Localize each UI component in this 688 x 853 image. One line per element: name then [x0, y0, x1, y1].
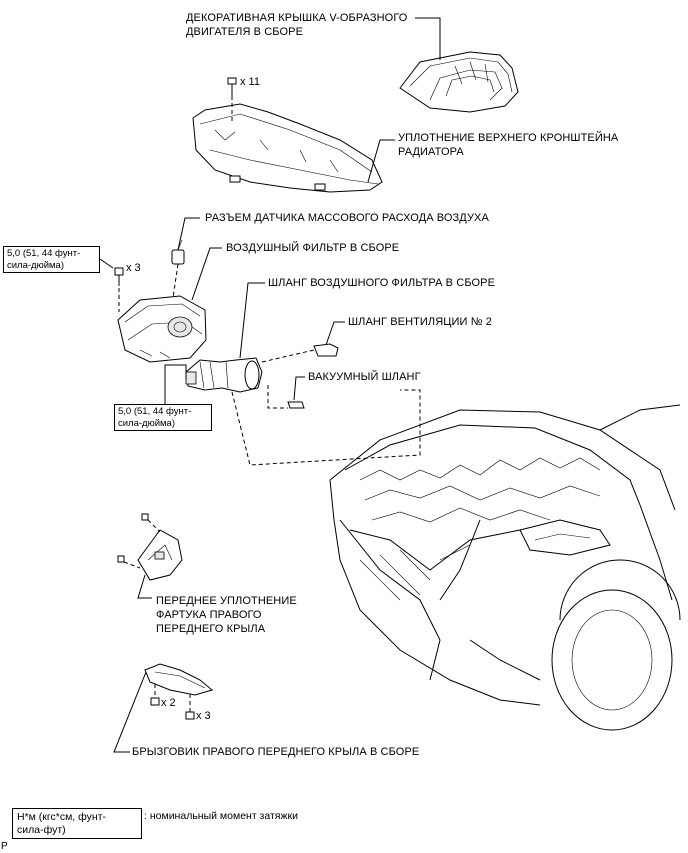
- label-filter-hose: ШЛАНГ ВОЗДУШНОГО ФИЛЬТРА В СБОРЕ: [268, 277, 496, 289]
- splash-shield-drawing: [144, 663, 214, 696]
- air-filter-drawing: [117, 295, 207, 363]
- label-maf-connector: РАЗЪЕМ ДАТЧИКА МАССОВОГО РАСХОДА ВОЗДУХА: [205, 212, 489, 224]
- legend-text: : номинальный момент затяжки: [144, 810, 298, 822]
- label-vent-hose: ШЛАНГ ВЕНТИЛЯЦИИ № 2: [348, 316, 492, 328]
- qty-bolts-splash-b: x 3: [196, 710, 211, 722]
- qty-clips-radiator: x 11: [240, 76, 260, 88]
- vehicle-front-drawing: [329, 404, 681, 731]
- fender-seal-drawing: [137, 529, 183, 581]
- torque-box-filter: 5,0 (51, 44 фунт- сила-дюйма): [3, 246, 100, 273]
- filter-hose-drawing: [185, 357, 263, 393]
- label-front-fender-seal: ПЕРЕДНЕЕ УПЛОТНЕНИЕ ФАРТУКА ПРАВОГО ПЕРЕ…: [156, 595, 297, 635]
- label-vacuum-hose: ВАКУУМНЫЙ ШЛАНГ: [308, 371, 421, 383]
- label-air-filter: ВОЗДУШНЫЙ ФИЛЬТР В СБОРЕ: [226, 242, 400, 254]
- bolt-icon: [114, 267, 124, 286]
- torque-box-hose: 5,0 (51, 44 фунт- сила-дюйма): [114, 404, 212, 431]
- qty-bolts-filter: x 3: [126, 262, 141, 274]
- bolt-icon: [150, 684, 195, 720]
- screw-icon: [117, 513, 161, 569]
- legend-unit-box: Н*м (кгс*см, фунт- сила-фут): [12, 808, 142, 839]
- clip-icon: [227, 77, 237, 96]
- label-engine-cover: ДЕКОРАТИВНАЯ КРЫШКА V-ОБРАЗНОГО ДВИГАТЕЛ…: [186, 12, 408, 38]
- label-fender-splash: БРЫЗГОВИК ПРАВОГО ПЕРЕДНЕГО КРЫЛА В СБОР…: [132, 746, 420, 758]
- radiator-seal-drawing: [192, 103, 383, 193]
- maf-connector-drawing: [171, 239, 185, 265]
- qty-bolts-splash-a: x 2: [161, 697, 176, 709]
- vacuum-hose-drawing: [287, 401, 305, 409]
- vent-hose-drawing: [313, 343, 339, 357]
- engine-cover-drawing: [399, 51, 519, 113]
- label-radiator-seal: УПЛОТНЕНИЕ ВЕРХНЕГО КРОНШТЕЙНА РАДИАТОРА: [398, 132, 619, 158]
- corner-mark: P: [1, 841, 8, 852]
